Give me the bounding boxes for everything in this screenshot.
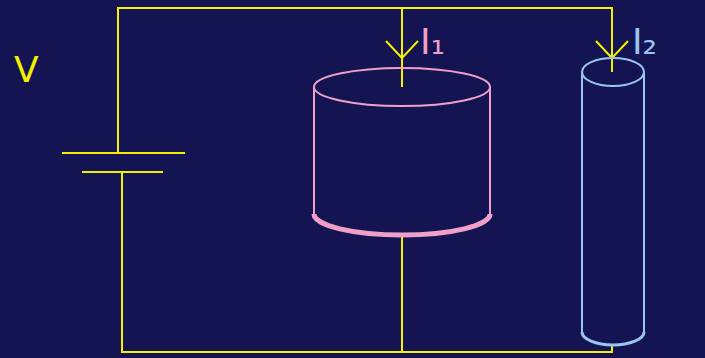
battery-long-plate xyxy=(62,152,185,154)
resistor-side xyxy=(489,87,491,214)
current-arrow xyxy=(596,41,628,58)
resistor-top xyxy=(582,58,644,86)
voltage-label: V xyxy=(14,52,39,88)
bottom-wire xyxy=(122,172,612,352)
resistor-side xyxy=(581,72,583,332)
resistor-side xyxy=(643,72,645,332)
middle-top-wire xyxy=(401,8,403,87)
current-label: I₂ xyxy=(632,24,657,60)
current-arrow xyxy=(386,41,418,58)
resistor-bottom xyxy=(314,214,490,235)
resistor-side xyxy=(313,87,315,214)
resistor-top xyxy=(314,68,490,106)
resistor-bottom xyxy=(582,332,644,345)
long-resistor xyxy=(582,58,644,345)
battery-short-plate xyxy=(82,171,163,173)
wires xyxy=(62,8,628,352)
top-wire xyxy=(118,8,612,153)
current-label: I₁ xyxy=(420,24,445,60)
wide-resistor xyxy=(314,68,490,235)
middle-bottom-wire xyxy=(401,236,403,352)
